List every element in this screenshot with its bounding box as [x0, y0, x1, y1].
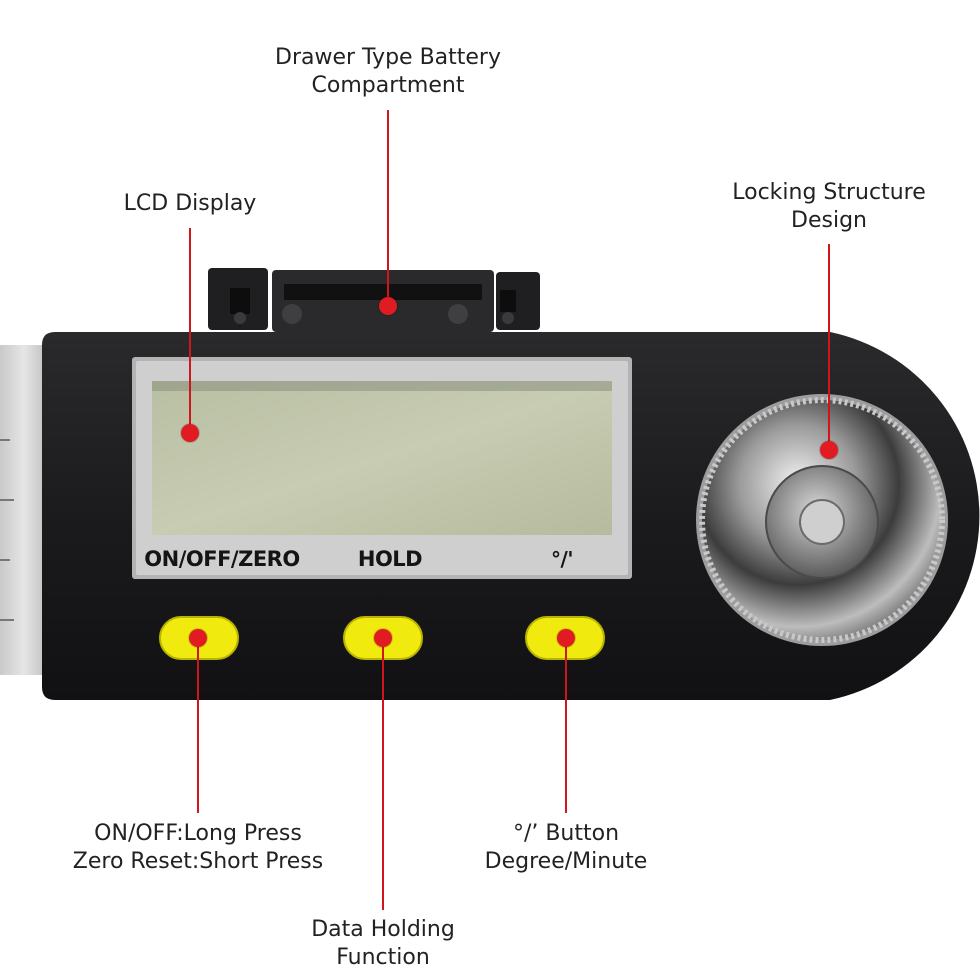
- locking-knob: [696, 394, 948, 646]
- hold-silk-label: HOLD: [357, 547, 423, 571]
- callout-unit: °/’ Button Degree/Minute: [485, 820, 648, 876]
- callout-locking: Locking Structure Design: [732, 179, 926, 235]
- callout-lcd-line1: LCD Display: [123, 191, 257, 216]
- callout-line-unit: [565, 638, 567, 813]
- callout-line-lcd: [189, 228, 191, 433]
- callout-dot-lcd: [181, 424, 199, 442]
- callout-battery: Drawer Type Battery Compartment: [275, 44, 501, 100]
- steel-ruler: [0, 345, 48, 675]
- callout-battery-line1: Drawer Type Battery: [275, 45, 501, 70]
- callout-dot-locking: [820, 441, 838, 459]
- callout-locking-line1: Locking Structure: [732, 180, 926, 205]
- callout-hold: Data Holding Function: [311, 916, 455, 972]
- callout-onoff-line1: ON/OFF:Long Press: [94, 821, 302, 846]
- onoff-zero-silk-label: ON/OFF/ZERO: [144, 547, 300, 571]
- callout-onoff: ON/OFF:Long Press Zero Reset:Short Press: [73, 820, 323, 876]
- callout-line-battery: [387, 110, 389, 305]
- unit-silk-label: °/': [551, 547, 573, 571]
- callout-hold-line2: Function: [336, 945, 430, 970]
- callout-onoff-line2: Zero Reset:Short Press: [72, 849, 324, 874]
- callout-dot-unit: [557, 629, 575, 647]
- lcd-screen: [152, 381, 612, 535]
- battery-drawer: [208, 268, 540, 332]
- callout-dot-onoff: [189, 629, 207, 647]
- callout-line-onoff: [197, 638, 199, 813]
- callout-dot-hold: [374, 629, 392, 647]
- callout-dot-battery: [379, 297, 397, 315]
- callout-locking-line2: Design: [791, 208, 867, 233]
- callout-line-hold: [382, 638, 384, 910]
- callout-unit-line2: Degree/Minute: [484, 849, 648, 874]
- callout-lcd: LCD Display: [124, 190, 257, 218]
- callout-battery-line2: Compartment: [311, 73, 465, 98]
- callout-line-locking: [828, 244, 830, 450]
- callout-unit-line1: °/’ Button: [512, 821, 620, 846]
- callout-hold-line1: Data Holding: [311, 917, 455, 942]
